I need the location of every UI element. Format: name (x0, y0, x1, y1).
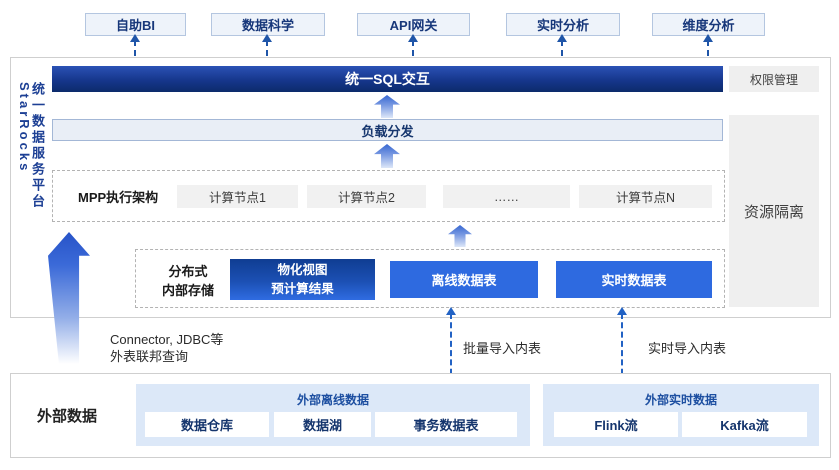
batch-import-label: 批量导入内表 (463, 341, 542, 356)
external-realtime-title: 外部实时数据 (644, 393, 717, 407)
batch-import-dashed-line (446, 307, 456, 384)
compute-node-n: 计算节点N (579, 185, 712, 208)
sql-interaction-bar: 统一SQL交互 (52, 66, 723, 92)
mv-label-line1: 物化视图 (277, 262, 328, 277)
realtime-import-dashed-line (617, 307, 627, 384)
node-label: 计算节点2 (338, 191, 395, 205)
node-label: …… (494, 189, 519, 204)
storage-label: 分布式 内部存储 (150, 263, 226, 301)
realtime-table-box: 实时数据表 (556, 261, 712, 298)
connector-dashed-line (557, 34, 567, 66)
permission-label: 权限管理 (749, 72, 798, 87)
app-label: 自助BI (115, 18, 155, 33)
app-box-realtime-analysis: 实时分析 (506, 13, 620, 36)
item-label: 事务数据表 (413, 418, 479, 433)
arrow-up-icon (408, 34, 418, 42)
arrow-up-icon (703, 34, 713, 42)
connector-dashed-line (408, 34, 418, 66)
compute-node-2: 计算节点2 (307, 185, 426, 208)
node-label: 计算节点1 (209, 191, 266, 205)
arrow-up-icon (262, 34, 272, 42)
resource-isolation-box: 资源隔离 (729, 115, 819, 307)
app-label: 数据科学 (241, 18, 294, 33)
app-label: API网关 (389, 18, 438, 33)
arrow-up-icon (446, 307, 456, 315)
kafka-stream-box: Kafka流 (682, 412, 807, 437)
load-balance-label: 负载分发 (361, 123, 414, 139)
data-warehouse-box: 数据仓库 (145, 412, 269, 437)
sql-bar-label: 统一SQL交互 (345, 71, 430, 87)
app-box-api-gateway: API网关 (357, 13, 470, 36)
storage-label-line2: 内部存储 (161, 282, 214, 298)
resource-label: 资源隔离 (743, 203, 804, 221)
compute-node-1: 计算节点1 (177, 185, 298, 208)
arrow-up-icon (557, 34, 567, 42)
materialized-view-box: 物化视图 预计算结果 (230, 259, 375, 300)
platform-side-label: 统一数据服务平台 StarRocks (17, 82, 45, 210)
app-label: 维度分析 (682, 18, 735, 33)
load-balance-bar: 负载分发 (52, 119, 723, 141)
arrow-up-icon (130, 34, 140, 42)
item-label: Flink流 (594, 418, 638, 433)
federation-label-line2: 外表联邦查询 (110, 349, 189, 364)
app-box-data-science: 数据科学 (211, 13, 325, 36)
item-label: Kafka流 (720, 418, 769, 433)
arrow-up-icon (617, 307, 627, 315)
realtime-table-label: 实时数据表 (601, 273, 667, 288)
transaction-table-box: 事务数据表 (375, 412, 517, 437)
mv-label-line2: 预计算结果 (271, 281, 334, 296)
item-label: 数据湖 (302, 418, 342, 433)
realtime-import-label: 实时导入内表 (648, 341, 727, 356)
app-box-self-bi: 自助BI (85, 13, 186, 36)
federation-query-label: Connector, JDBC等 外表联邦查询 (110, 331, 223, 365)
storage-label-line1: 分布式 (168, 264, 208, 279)
permission-management-box: 权限管理 (729, 66, 819, 92)
node-label: 计算节点N (615, 191, 676, 205)
app-label: 实时分析 (536, 18, 589, 33)
external-data-title: 外部数据 (37, 408, 98, 425)
data-lake-box: 数据湖 (274, 412, 371, 437)
offline-table-box: 离线数据表 (390, 261, 538, 298)
compute-node-ellipsis: …… (443, 185, 570, 208)
connector-dashed-line (130, 34, 140, 66)
connector-dashed-line (703, 34, 713, 66)
flink-stream-box: Flink流 (554, 412, 678, 437)
external-offline-title: 外部离线数据 (296, 393, 369, 407)
app-box-dimension-analysis: 维度分析 (652, 13, 765, 36)
federation-label-line1: Connector, JDBC等 (110, 332, 224, 347)
connector-dashed-line (262, 34, 272, 66)
item-label: 数据仓库 (180, 418, 233, 433)
offline-table-label: 离线数据表 (431, 273, 497, 288)
mpp-label: MPP执行架构 (78, 189, 159, 205)
